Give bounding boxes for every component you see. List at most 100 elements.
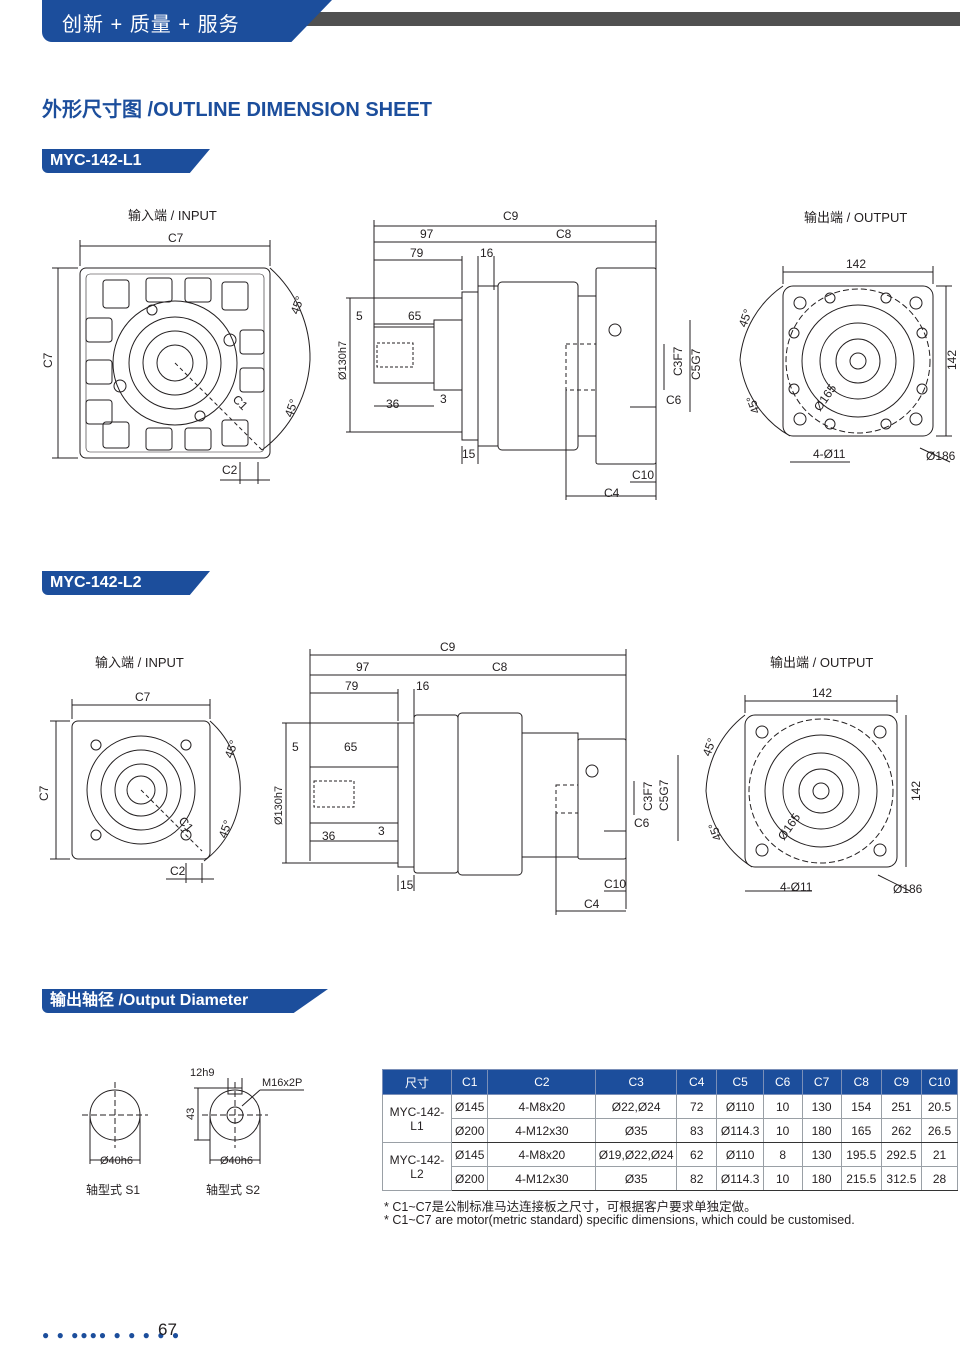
table-cell: 20.5 — [921, 1094, 958, 1119]
model-tag-l1: MYC-142-L1 — [42, 149, 210, 173]
table-cell: 130 — [801, 1094, 842, 1119]
table-cell: 21 — [921, 1142, 958, 1167]
model-tag-l2: MYC-142-L2 — [42, 571, 210, 595]
table-header: C8 — [840, 1069, 882, 1095]
table-header: C3 — [595, 1069, 677, 1095]
svg-text:C8: C8 — [556, 227, 572, 241]
model-name: MYC-142-L1 — [50, 152, 142, 169]
svg-text:36: 36 — [322, 829, 336, 843]
table-cell: 165 — [840, 1118, 882, 1143]
table-header: 尺寸 — [382, 1069, 452, 1095]
svg-text:79: 79 — [345, 679, 359, 693]
l1-output-plate — [782, 285, 934, 437]
table-cell: 4-M12x30 — [487, 1118, 597, 1143]
svg-text:97: 97 — [356, 660, 370, 674]
svg-text:C8: C8 — [492, 660, 508, 674]
svg-text:C9: C9 — [440, 640, 456, 654]
svg-text:C4: C4 — [584, 897, 600, 911]
table-cell: Ø22,Ø24 — [595, 1094, 677, 1119]
table-cell: 83 — [675, 1118, 718, 1143]
l1-motor-plate — [595, 267, 657, 465]
svg-text:142: 142 — [909, 781, 923, 801]
svg-text:Ø130h7: Ø130h7 — [337, 341, 349, 380]
svg-text:C2: C2 — [222, 463, 238, 477]
table-row: MYC-142-L1 Ø145 4-M8x20 Ø22,Ø24 72 Ø110 … — [382, 1094, 958, 1143]
table-cell: Ø110 — [716, 1094, 764, 1119]
note-english: * C1~C7 are motor(metric standard) speci… — [384, 1213, 855, 1227]
table-cell: 251 — [880, 1094, 923, 1119]
svg-text:Ø130h7: Ø130h7 — [273, 786, 285, 825]
table-cell: Ø200 — [450, 1118, 489, 1143]
output-diameter-tag: 输出轴径 /Output Diameter — [42, 989, 328, 1013]
svg-text:97: 97 — [420, 227, 434, 241]
table-header: C5 — [716, 1069, 764, 1095]
table-cell: Ø110 — [716, 1142, 764, 1167]
l2-drawings: 输入端 / INPUT C7 C7 45° 45° C1 C2 C9 97 C8… — [37, 640, 923, 915]
svg-text:45°: 45° — [743, 394, 762, 416]
footer-dots: ● ● ●●●● ● ● ● ● ● — [42, 1328, 182, 1342]
table-header-row: 尺寸 C1 C2 C3 C4 C5 C6 C7 C8 C9 C10 — [382, 1069, 958, 1095]
shaft-types: Ø40h6 轴型式 S1 Ø40h6 轴型式 S2 12h9 43 M16x2P — [82, 1067, 304, 1197]
svg-text:142: 142 — [945, 350, 959, 370]
table-cell: 4-M8x20 — [487, 1094, 597, 1119]
svg-text:5: 5 — [356, 309, 363, 323]
table-header: C4 — [675, 1069, 718, 1095]
output-diameter-title: 输出轴径 /Output Diameter — [50, 992, 249, 1009]
l1-input-caption: 输入端 / INPUT — [128, 208, 217, 223]
svg-text:C6: C6 — [666, 393, 682, 407]
svg-text:M16x2P: M16x2P — [262, 1077, 302, 1089]
l1-input-plate — [79, 267, 271, 459]
svg-text:C5G7: C5G7 — [689, 348, 703, 380]
svg-text:C10: C10 — [604, 877, 626, 891]
svg-text:45°: 45° — [282, 397, 301, 419]
svg-text:4-Ø11: 4-Ø11 — [780, 880, 813, 894]
table-cell: 262 — [880, 1118, 923, 1143]
l2-input-plate — [71, 720, 211, 860]
svg-text:C10: C10 — [632, 468, 654, 482]
svg-text:C9: C9 — [503, 209, 519, 223]
svg-text:4-Ø11: 4-Ø11 — [813, 447, 846, 461]
svg-text:C2: C2 — [170, 864, 186, 878]
table-cell: 62 — [675, 1142, 718, 1167]
svg-text:65: 65 — [344, 740, 358, 754]
svg-text:C4: C4 — [604, 486, 620, 500]
l2-input-caption: 输入端 / INPUT — [95, 655, 184, 670]
svg-text:45°: 45° — [222, 738, 241, 760]
svg-text:142: 142 — [846, 257, 866, 271]
header-bar — [300, 12, 960, 26]
spec-table: 尺寸 C1 C2 C3 C4 C5 C6 C7 C8 C9 C10 MYC-14… — [382, 1069, 958, 1191]
svg-text:15: 15 — [400, 878, 414, 892]
svg-text:3: 3 — [440, 392, 447, 406]
table-cell: Ø145 — [450, 1094, 489, 1119]
svg-text:C7: C7 — [135, 690, 151, 704]
l1-output-caption: 输出端 / OUTPUT — [804, 210, 907, 225]
table-header: C6 — [762, 1069, 803, 1095]
svg-text:C6: C6 — [634, 816, 650, 830]
svg-text:43: 43 — [185, 1108, 197, 1120]
header-tab: 创新 + 质量 + 服务 — [42, 0, 332, 42]
table-cell-model: MYC-142-L2 — [382, 1142, 452, 1191]
table-cell: 180 — [801, 1166, 842, 1191]
note-chinese: * C1~C7是公制标准马达连接板之尺寸，可根据客户要求单独定做。 — [384, 1200, 757, 1214]
svg-text:Ø186: Ø186 — [893, 882, 923, 896]
table-cell: 312.5 — [880, 1166, 923, 1191]
svg-text:C7: C7 — [37, 785, 51, 801]
table-cell: 180 — [801, 1118, 842, 1143]
l2-gear-body — [457, 712, 523, 876]
svg-text:Ø40h6: Ø40h6 — [220, 1155, 253, 1167]
svg-text:Ø165: Ø165 — [775, 810, 803, 842]
svg-text:C1: C1 — [176, 814, 197, 835]
svg-text:15: 15 — [462, 447, 476, 461]
svg-text:C7: C7 — [168, 231, 184, 245]
svg-text:5: 5 — [292, 740, 299, 754]
table-cell: 292.5 — [880, 1142, 923, 1167]
table-cell: Ø19,Ø22,Ø24 — [595, 1142, 677, 1167]
table-row: Ø200 4-M12x30 Ø35 82 Ø114.3 10 180 215.5… — [383, 1166, 958, 1191]
l2-shaft — [309, 766, 399, 824]
table-header: C10 — [921, 1069, 958, 1095]
svg-text:142: 142 — [812, 686, 832, 700]
l2-output-caption: 输出端 / OUTPUT — [770, 655, 873, 670]
svg-text:16: 16 — [480, 246, 494, 260]
table-cell: 4-M8x20 — [487, 1142, 597, 1167]
l1-shaft — [373, 326, 435, 384]
